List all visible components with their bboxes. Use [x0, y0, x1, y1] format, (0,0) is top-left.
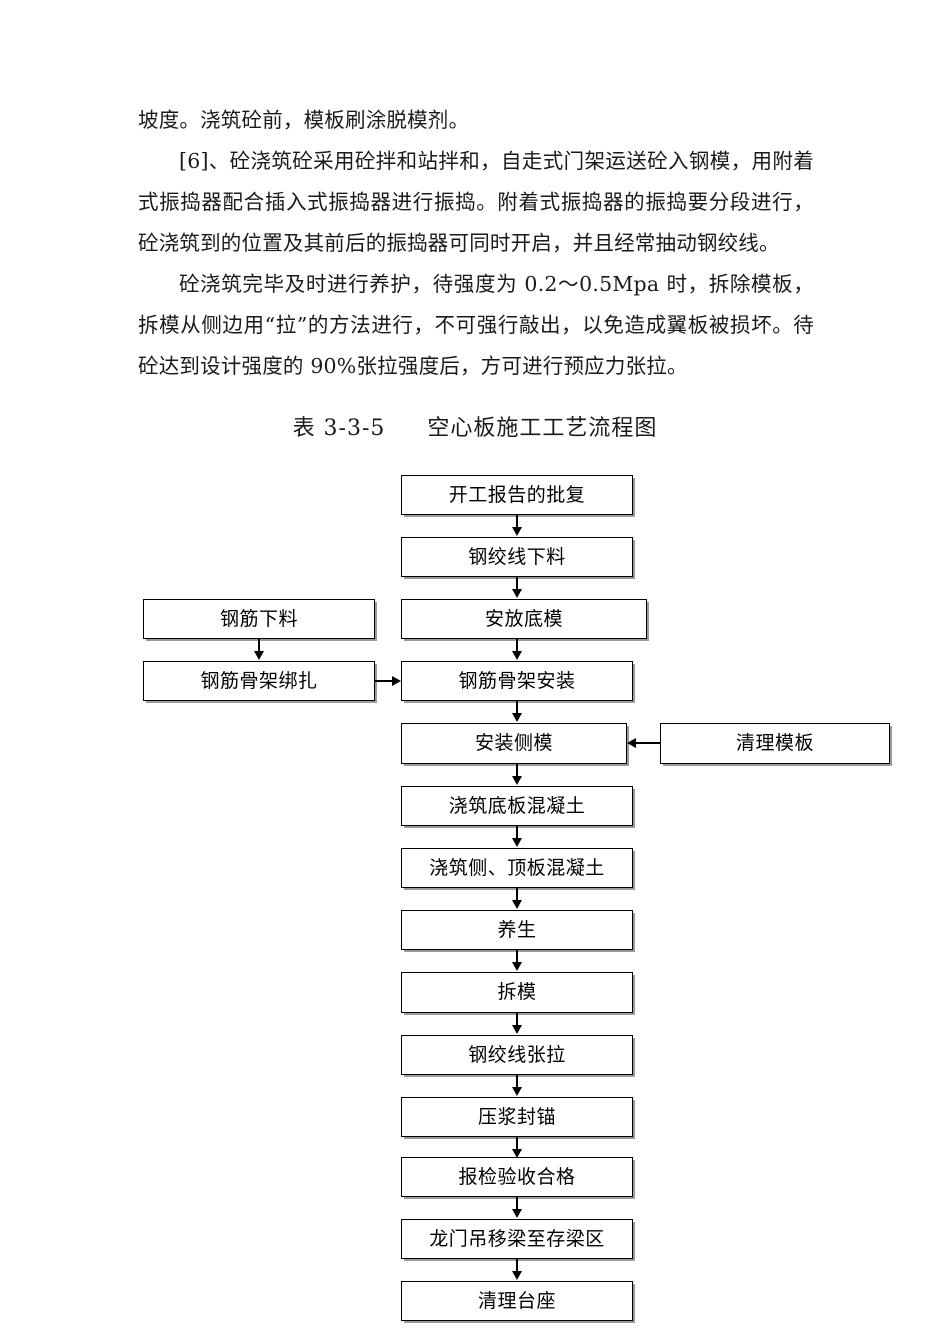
arrowhead-n1-n2 — [511, 527, 522, 536]
flow-node-inspection-acceptance[interactable]: 报检验收合格 — [401, 1157, 633, 1197]
flow-node-gantry-crane-move-beam[interactable]: 龙门吊移梁至存梁区 — [401, 1219, 633, 1259]
connector-n6-n7 — [516, 701, 518, 714]
connector-n10-n11 — [516, 888, 518, 901]
flow-node-rebar-cage-binding[interactable]: 钢筋骨架绑扎 — [143, 661, 375, 701]
flow-node-start-report-approval[interactable]: 开工报告的批复 — [401, 475, 633, 515]
flow-node-label: 钢筋骨架安装 — [458, 669, 576, 692]
flow-node-label: 开工报告的批复 — [448, 483, 586, 506]
table-caption-label: 表 3-3-5 — [292, 416, 386, 441]
flow-node-label: 安放底模 — [484, 607, 563, 630]
flow-node-grouting-anchor-sealing[interactable]: 压浆封锚 — [401, 1097, 633, 1137]
arrowhead-n10-n11 — [511, 900, 522, 909]
arrowhead-n7-n9 — [511, 776, 522, 785]
table-caption: 表 3-3-5 空心板施工工艺流程图 — [0, 410, 950, 442]
arrowhead-n2-n3 — [511, 589, 522, 598]
paragraph-2: [6]、砼浇筑砼采用砼拌和站拌和，自走式门架运送砼入钢模，用附着式振捣器配合插入… — [138, 149, 814, 255]
paragraph-3: 砼浇筑完毕及时进行养护，待强度为 0.2～0.5Mpa 时，拆除模板，拆模从侧边… — [138, 272, 814, 378]
flow-node-strand-tensioning[interactable]: 钢绞线张拉 — [401, 1035, 633, 1075]
flow-node-label: 钢绞线张拉 — [468, 1043, 566, 1066]
flow-node-label: 拆模 — [497, 981, 537, 1003]
arrowhead-n16-n17 — [511, 1271, 522, 1280]
flow-node-label: 浇筑底板混凝土 — [448, 794, 586, 817]
connector-n1-n2 — [516, 515, 518, 528]
connector-n16-n17 — [516, 1259, 518, 1272]
body-text-block: 坡度。浇筑砼前，模板刷涂脱模剂。 [6]、砼浇筑砼采用砼拌和站拌和，自走式门架运… — [138, 100, 814, 387]
table-caption-title: 空心板施工工艺流程图 — [427, 416, 658, 441]
flow-node-label: 压浆封锚 — [477, 1105, 556, 1128]
connector-n12-n13 — [516, 1013, 518, 1026]
flow-node-label: 龙门吊移梁至存梁区 — [429, 1227, 605, 1250]
connector-n15-n16 — [516, 1197, 518, 1210]
flow-node-label: 钢筋下料 — [219, 607, 298, 630]
arrowhead-n12-n13 — [511, 1025, 522, 1034]
arrowhead-n6-n7 — [511, 713, 522, 722]
flow-node-label: 养生 — [497, 918, 537, 941]
flow-node-clean-pedestal[interactable]: 清理台座 — [401, 1281, 633, 1321]
connector-n5-n6 — [375, 680, 392, 682]
connector-n2-n3 — [516, 577, 518, 590]
flow-node-clean-formwork[interactable]: 清理模板 — [660, 723, 890, 764]
connector-n14-n15 — [516, 1137, 518, 1150]
flow-node-label: 浇筑侧、顶板混凝土 — [429, 856, 605, 879]
flow-node-rebar-cage-installation[interactable]: 钢筋骨架安装 — [401, 661, 633, 701]
flow-node-formwork-removal[interactable]: 拆模 — [401, 972, 633, 1013]
arrowhead-n14-n15 — [511, 1149, 522, 1158]
flow-node-strand-cutting[interactable]: 钢绞线下料 — [401, 537, 633, 577]
flow-node-label: 清理台座 — [477, 1289, 556, 1312]
flow-node-install-side-mould[interactable]: 安装侧模 — [401, 723, 627, 764]
arrowhead-n13-n14 — [511, 1087, 522, 1096]
flow-node-pour-side-top-slab-concrete[interactable]: 浇筑侧、顶板混凝土 — [401, 848, 633, 888]
arrowhead-n9-n10 — [511, 838, 522, 847]
connector-n8-n7 — [636, 742, 660, 744]
arrowhead-n15-n16 — [511, 1209, 522, 1218]
arrowhead-n11-n12 — [511, 962, 522, 971]
flow-node-label: 钢绞线下料 — [468, 545, 566, 568]
flow-node-label: 安装侧模 — [474, 732, 553, 754]
flow-node-label: 钢筋骨架绑扎 — [200, 669, 318, 692]
connector-n9-n10 — [516, 826, 518, 839]
arrowhead-n8-n7 — [627, 737, 636, 748]
arrowhead-n3-n6 — [511, 651, 522, 660]
flow-node-label: 清理模板 — [735, 732, 814, 754]
connector-n4-n5 — [258, 639, 260, 652]
flow-node-place-bottom-mould[interactable]: 安放底模 — [401, 599, 647, 639]
arrowhead-n4-n5 — [253, 651, 264, 660]
paragraph-1: 坡度。浇筑砼前，模板刷涂脱模剂。 — [138, 108, 470, 132]
connector-n7-n9 — [516, 764, 518, 777]
arrowhead-n5-n6 — [392, 675, 401, 686]
connector-n13-n14 — [516, 1075, 518, 1088]
flow-node-curing[interactable]: 养生 — [401, 910, 633, 950]
flow-node-pour-bottom-slab-concrete[interactable]: 浇筑底板混凝土 — [401, 786, 633, 826]
connector-n3-n6 — [516, 639, 518, 652]
flow-node-rebar-cutting[interactable]: 钢筋下料 — [143, 599, 375, 639]
connector-n11-n12 — [516, 950, 518, 963]
flow-node-label: 报检验收合格 — [458, 1165, 576, 1188]
